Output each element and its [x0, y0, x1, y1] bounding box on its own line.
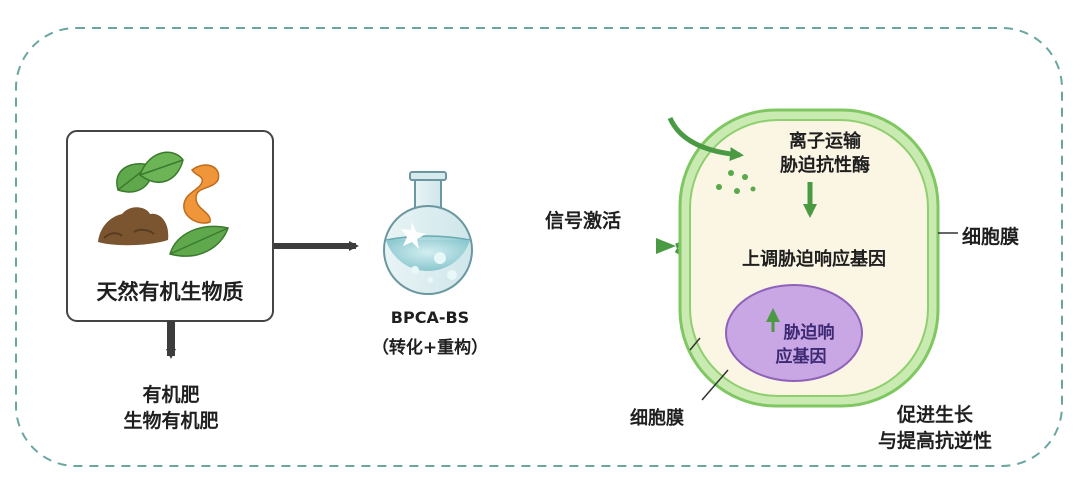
membrane-bottom-label: 细胞膜	[630, 408, 684, 429]
source-label: 天然有机生物质	[96, 280, 244, 304]
signal-label: 信号激活	[545, 210, 622, 232]
fertilizer-line2: 生物有机肥	[123, 410, 219, 432]
flask-name: BPCA-BS	[390, 308, 470, 327]
upregulate-label: 上调胁迫响应基因	[742, 249, 886, 270]
wall-leader	[689, 337, 701, 351]
nucleus-line1: 胁迫响	[783, 323, 835, 343]
nucleus	[725, 284, 863, 382]
fertilizer-line1: 有机肥	[142, 384, 200, 406]
ion-input-arrow	[667, 116, 744, 162]
nucleus-line2: 应基因	[775, 347, 827, 367]
ion-dots	[716, 170, 756, 194]
cell-top-line1: 离子运输	[789, 131, 861, 152]
outer-dashed-frame	[15, 27, 1063, 467]
biomass-icon	[98, 151, 229, 257]
flask-icon	[383, 171, 473, 295]
flask-process: （转化+重构）	[371, 338, 489, 358]
membrane-bottom-leader	[701, 369, 729, 401]
cell-top-line2: 胁迫抗性酶	[780, 155, 870, 176]
outcome-line1: 促进生长	[896, 404, 973, 426]
outcome-line2: 与提高抗逆性	[877, 430, 992, 452]
membrane-right-label: 细胞膜	[962, 226, 1020, 248]
